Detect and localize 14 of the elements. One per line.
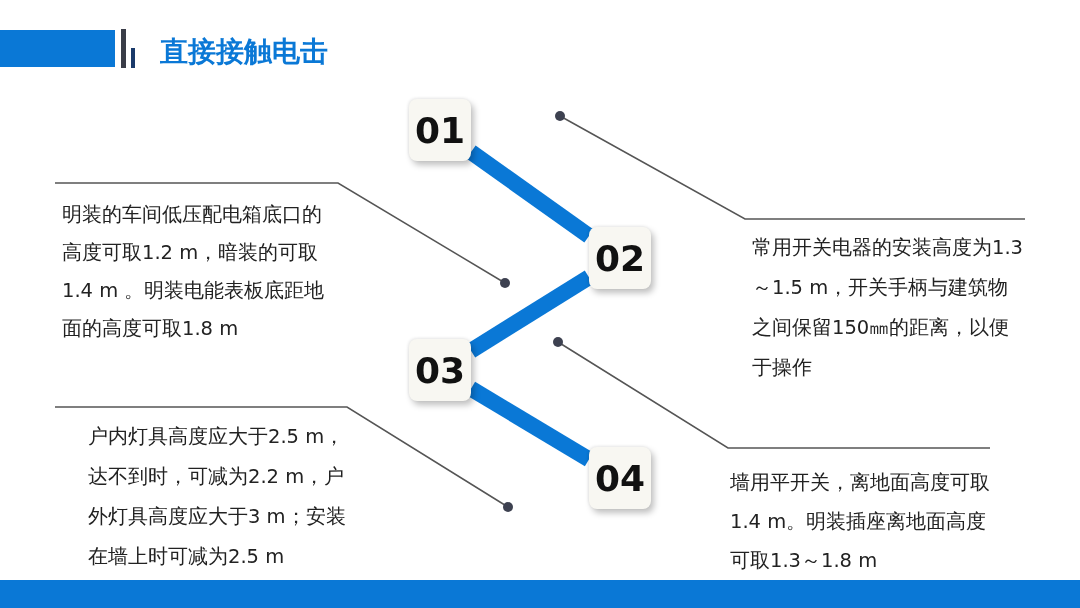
callout-text: 墙用平开关，离地面高度可取1.4 m。明装插座离地面高度可取1.3～1.8 m	[728, 448, 990, 580]
leader-line	[553, 337, 991, 449]
number-box: 04	[589, 447, 651, 509]
callout-text: 常用开关电器的安装高度为1.3～1.5 m，开关手柄与建筑物之间保留150㎜的距离，以便于操作	[745, 219, 1025, 388]
number-box: 01	[409, 99, 471, 161]
slide-title: 直接接触电击	[160, 34, 328, 70]
leader-line	[54, 182, 510, 288]
callout-text: 明装的车间低压配电箱底口的高度可取1.2 m，暗装的可取1.4 m 。明装电能表板底距地面的高度可取1.8 m	[55, 183, 338, 348]
number-box: 02	[589, 227, 651, 289]
leader-line	[555, 111, 1026, 220]
callout-text: 户内灯具高度应大于2.5 m，达不到时，可减为2.2 m，户外灯具高度应大于3 m；安装在墙上时可减为2.5 m	[55, 407, 347, 577]
number-box: 03	[409, 339, 471, 401]
leader-line	[54, 406, 513, 512]
connector-bar	[466, 145, 594, 243]
